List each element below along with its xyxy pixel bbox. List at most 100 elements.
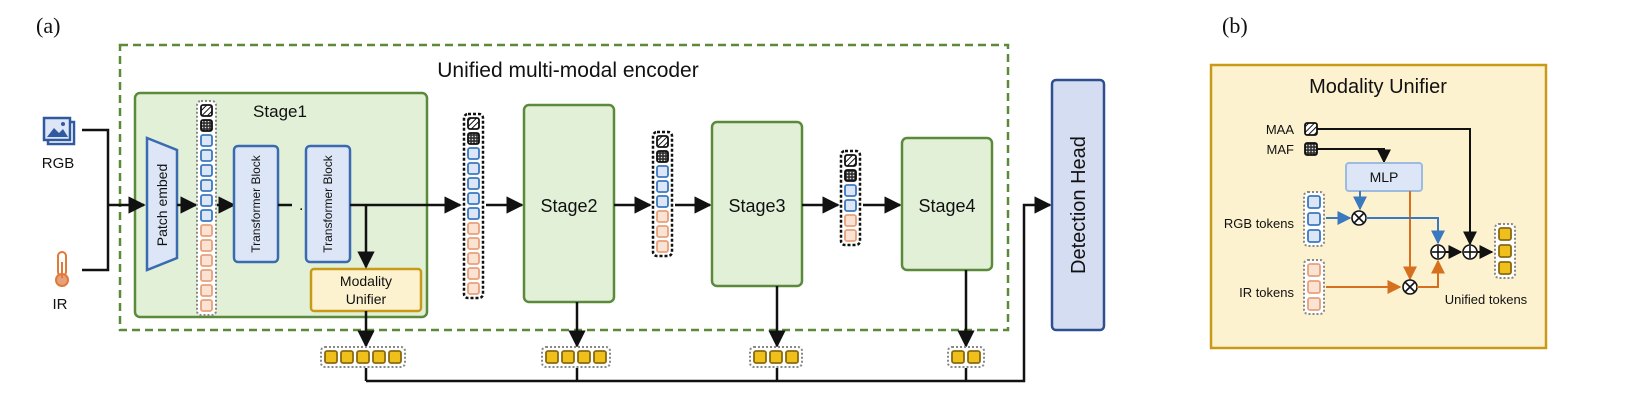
modality-unifier-title: Modality Unifier — [1309, 76, 1447, 98]
ir-token — [1307, 297, 1321, 311]
maa-flow-line — [1317, 128, 1477, 246]
rgb-token — [467, 207, 480, 220]
rgb-token — [1307, 229, 1321, 243]
rgb-token — [200, 209, 213, 222]
unified-token-row-stage3 — [749, 346, 803, 368]
add-icon — [1430, 244, 1446, 260]
multiply-icon — [1351, 210, 1367, 226]
ir-token — [844, 229, 857, 242]
rgb-token — [200, 149, 213, 162]
ir-token — [656, 240, 669, 253]
rgb-token — [467, 177, 480, 190]
modality-unifier-label-line1: Modality — [340, 273, 392, 289]
maa-label: MAA — [1266, 122, 1295, 137]
unified-token — [951, 350, 965, 364]
rgb-token — [656, 195, 669, 208]
ir-token — [467, 237, 480, 250]
unified-token-row-stage4 — [947, 346, 985, 368]
dotted-token-icon — [467, 132, 480, 145]
unified-token — [785, 350, 799, 364]
ir-tokens-label: IR tokens — [1239, 285, 1294, 300]
dotted-token-icon — [656, 150, 669, 163]
mlp-block — [1345, 162, 1423, 192]
ir-token — [844, 214, 857, 227]
unified-token — [753, 350, 767, 364]
rgb-token — [200, 134, 213, 147]
rgb-token — [200, 194, 213, 207]
token-group-frame — [651, 130, 674, 258]
ir-token — [467, 267, 480, 280]
unified-tokens-label: Unified tokens — [1445, 292, 1528, 307]
dotted-token-icon — [844, 169, 857, 182]
unified-token — [372, 350, 386, 364]
hatched-token-icon — [1304, 122, 1318, 136]
rgb-weighted-flow — [1366, 217, 1445, 245]
panel-a-label: (a) — [36, 13, 60, 38]
unified-token-column — [1494, 223, 1516, 279]
ir-token — [656, 210, 669, 223]
unified-token — [769, 350, 783, 364]
rgb-token — [200, 179, 213, 192]
unified-token — [967, 350, 981, 364]
rgb-token — [467, 162, 480, 175]
unified-token — [324, 350, 338, 364]
token-group-frame — [462, 112, 485, 300]
rgb-token — [1307, 195, 1321, 209]
encoder-title: Unified multi-modal encoder — [437, 59, 698, 82]
unified-token — [577, 350, 591, 364]
ir-token — [467, 222, 480, 235]
unified-token — [340, 350, 354, 364]
maf-flow-line — [1317, 148, 1391, 164]
ir-token — [1307, 280, 1321, 294]
unified-token — [356, 350, 370, 364]
rgb-tokens-label: RGB tokens — [1224, 216, 1295, 231]
ir-token — [656, 225, 669, 238]
maf-label: MAF — [1267, 142, 1295, 157]
hatched-token-icon — [200, 104, 213, 117]
hatched-token-icon — [656, 135, 669, 148]
transformer-block-1-label: Transformer Block — [249, 154, 263, 253]
input-merge-line — [82, 128, 110, 272]
unified-token — [388, 350, 402, 364]
input-ir-label: IR — [53, 296, 68, 313]
ir-token-column — [1303, 259, 1325, 315]
encoder-boundary — [118, 43, 1010, 332]
unified-token — [561, 350, 575, 364]
add-icon — [1462, 244, 1478, 260]
unified-token — [593, 350, 607, 364]
ir-token — [467, 252, 480, 265]
rgb-token-column — [1303, 191, 1325, 247]
token-group-frame — [196, 100, 217, 316]
transformer-block-2-label: Transformer Block — [321, 154, 335, 253]
ir-token — [200, 284, 213, 297]
ir-token — [200, 299, 213, 312]
unified-token-row-stage1 — [320, 346, 406, 368]
token-column-after-stage1 — [462, 112, 485, 300]
multiply-icon — [1402, 279, 1418, 295]
rgb-token — [200, 164, 213, 177]
ir-token — [200, 254, 213, 267]
rgb-token — [844, 199, 857, 212]
dotted-token-icon — [200, 119, 213, 132]
hatched-token-icon — [467, 117, 480, 130]
rgb-token — [467, 147, 480, 160]
modality-unifier-label-line2: Unifier — [346, 291, 387, 307]
stage3-label: Stage3 — [728, 196, 785, 216]
rgb-token — [656, 180, 669, 193]
stage2-label: Stage2 — [540, 196, 597, 216]
unified-token-row-stage2 — [541, 346, 611, 368]
ir-token — [467, 282, 480, 295]
ir-token — [1307, 263, 1321, 277]
image-icon — [42, 116, 76, 146]
unified-token — [545, 350, 559, 364]
token-group-frame — [541, 346, 611, 368]
stage4-label: Stage4 — [918, 196, 975, 216]
stage2-box — [522, 103, 616, 304]
hatched-token-icon — [844, 154, 857, 167]
rgb-token — [1307, 212, 1321, 226]
panel-b-label: (b) — [1222, 13, 1248, 38]
detection-head-block — [1050, 78, 1106, 332]
to-detection-head-bus — [366, 196, 1052, 383]
patch-embed-label: Patch embed — [154, 164, 170, 247]
ir-token — [200, 224, 213, 237]
